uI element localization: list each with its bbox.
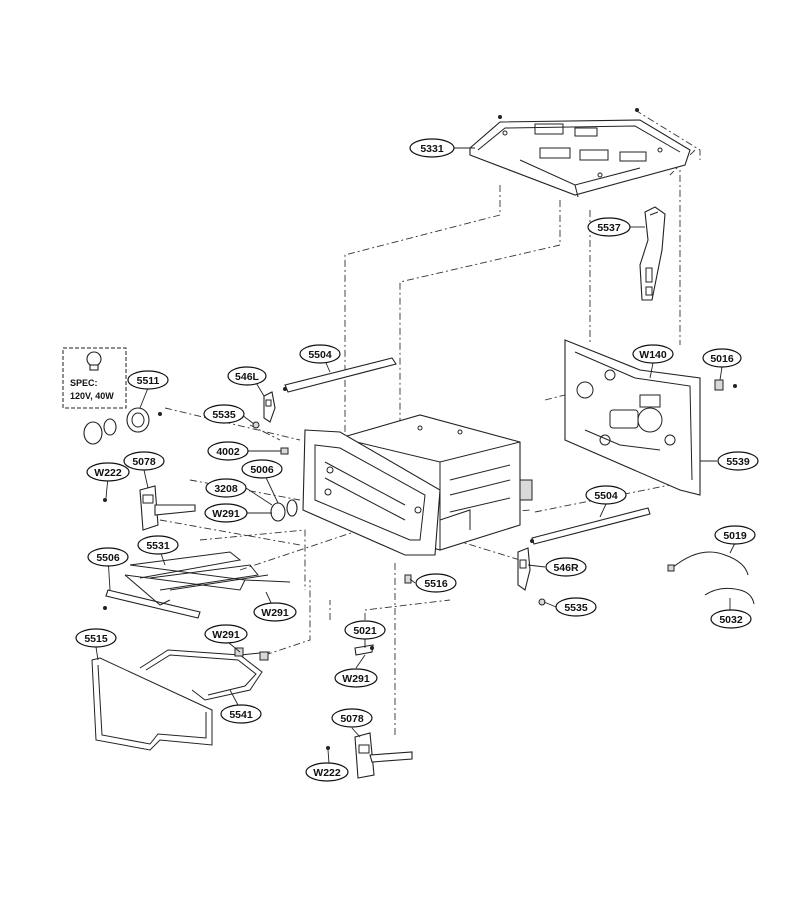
part-4002 [280, 447, 289, 455]
svg-text:W291: W291 [212, 629, 240, 641]
rear-panel-5539 [564, 339, 737, 496]
callout-5506: 5506 [87, 547, 129, 567]
svg-text:5019: 5019 [723, 530, 747, 542]
bracket-5537 [639, 206, 666, 301]
callout-W291-d: W291 [334, 668, 378, 688]
hinge-5078-upper [103, 485, 196, 531]
callout-5021: 5021 [344, 620, 386, 640]
rail-5504-right [530, 507, 651, 545]
svg-text:546R: 546R [553, 562, 579, 574]
svg-text:5506: 5506 [96, 552, 120, 564]
svg-text:5516: 5516 [424, 578, 448, 590]
element-bracket-5515 [91, 657, 213, 751]
callout-5539: 5539 [717, 451, 759, 471]
screw-5535-left [252, 421, 260, 429]
callout-W222-lower: W222 [305, 762, 349, 782]
callout-5331: 5331 [409, 138, 455, 158]
svg-text:5032: 5032 [719, 614, 743, 626]
callout-W222-upper: W222 [86, 462, 130, 482]
svg-text:5539: 5539 [726, 456, 750, 468]
callout-3208: 3208 [205, 478, 247, 498]
callout-5535-upper: 5535 [203, 404, 245, 424]
callout-5019: 5019 [714, 525, 756, 545]
svg-text:W291: W291 [212, 508, 240, 520]
callout-5504-lower: 5504 [585, 485, 627, 505]
callout-546L: 546L [227, 366, 267, 386]
svg-text:5021: 5021 [353, 625, 377, 637]
svg-text:5078: 5078 [132, 456, 156, 468]
callout-W140: W140 [632, 344, 674, 364]
svg-text:5006: 5006 [250, 464, 274, 476]
hinge-546R [517, 547, 531, 591]
callout-5504-upper: 5504 [299, 344, 341, 364]
callout-546R: 546R [545, 557, 587, 577]
callout-4002: 4002 [207, 441, 249, 461]
callout-5515: 5515 [75, 628, 117, 648]
callout-W291-b: W291 [253, 602, 297, 622]
callout-5531: 5531 [137, 535, 179, 555]
svg-text:5511: 5511 [137, 375, 160, 387]
svg-text:5016: 5016 [710, 353, 734, 365]
svg-text:5535: 5535 [212, 409, 236, 421]
svg-text:W291: W291 [342, 673, 370, 685]
svg-text:5531: 5531 [146, 540, 170, 552]
spec-box: SPEC: 120V, 40W [62, 347, 127, 409]
svg-text:5331: 5331 [420, 143, 444, 155]
rail-5504-left [283, 357, 397, 393]
callout-5516: 5516 [415, 573, 457, 593]
svg-text:5504: 5504 [594, 490, 618, 502]
bracket-5021 [354, 644, 374, 656]
callout-5535-lower: 5535 [555, 597, 597, 617]
callout-5016: 5016 [702, 348, 742, 368]
broil-element-5531 [124, 551, 291, 606]
hinge-5078-lower [326, 732, 413, 779]
callout-W291-a: W291 [204, 503, 248, 523]
top-panel-5331 [469, 108, 691, 198]
svg-text:5541: 5541 [229, 709, 253, 721]
svg-text:5078: 5078 [340, 713, 364, 725]
svg-text:W140: W140 [639, 349, 667, 361]
callout-5078-lower: 5078 [331, 708, 373, 728]
svg-text:W291: W291 [261, 607, 289, 619]
svg-text:4002: 4002 [216, 446, 240, 458]
svg-text:5535: 5535 [564, 602, 588, 614]
svg-text:3208: 3208 [214, 483, 238, 495]
spec-line-2: 120V, 40W [70, 391, 114, 401]
svg-text:5537: 5537 [597, 222, 621, 234]
hinge-546L [263, 391, 276, 423]
callout-W291-c: W291 [204, 624, 248, 644]
wire-harness-5019 [667, 551, 749, 576]
svg-text:5504: 5504 [308, 349, 332, 361]
lamp-5511 [83, 407, 162, 445]
bracket-5506 [103, 589, 201, 619]
callout-5078-upper: 5078 [123, 451, 165, 471]
callout-5032: 5032 [710, 609, 752, 629]
callout-5537: 5537 [587, 217, 631, 237]
svg-text:W222: W222 [313, 767, 341, 779]
svg-text:W222: W222 [94, 467, 122, 479]
oven-cavity [302, 414, 533, 584]
callout-5006: 5006 [241, 459, 283, 479]
wire-harness-5032 [704, 587, 755, 605]
spec-line-1: SPEC: [70, 378, 98, 388]
bake-element-5541 [139, 647, 271, 701]
lamp-socket-5006 [270, 499, 298, 522]
callout-5511: 5511 [127, 370, 169, 390]
svg-text:5515: 5515 [84, 633, 108, 645]
svg-text:546L: 546L [235, 371, 260, 383]
callout-5541: 5541 [220, 704, 262, 724]
